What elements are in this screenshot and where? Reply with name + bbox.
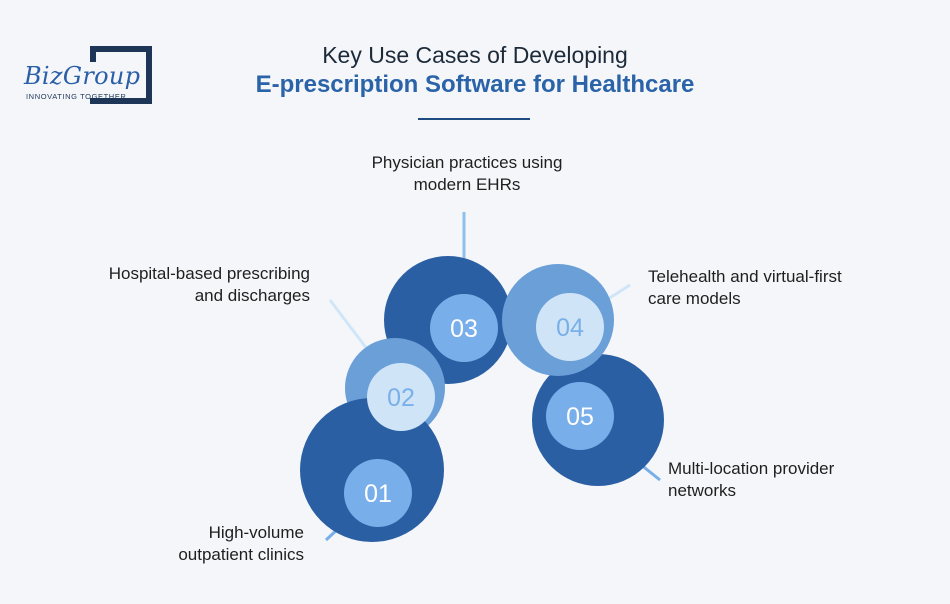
label-02-line1: Hospital-based prescribing — [108, 264, 310, 283]
label-05-line1: Multi-location provider — [668, 459, 835, 478]
logo-frame — [90, 46, 152, 104]
label-01-line2: outpatient clinics — [178, 545, 304, 564]
circle-02-inner — [367, 363, 435, 431]
label-05-line2: networks — [668, 481, 737, 500]
label-04: Telehealth and virtual-first care models — [648, 266, 898, 310]
bizgroup-logo: BizGroup INNOVATING TOGETHER — [22, 46, 162, 108]
label-04-line1: Telehealth and virtual-first — [648, 267, 842, 286]
number-04: 04 — [556, 314, 584, 342]
label-01: High-volume outpatient clinics — [104, 522, 304, 566]
number-01: 01 — [364, 480, 392, 508]
circle-01-inner — [344, 459, 412, 527]
label-03-line1: Physician practices using — [371, 153, 563, 172]
circle-03-inner — [430, 294, 498, 362]
number-03: 03 — [450, 315, 478, 343]
title-underline — [418, 118, 530, 120]
label-02: Hospital-based prescribing and discharge… — [60, 263, 310, 307]
label-01-line1: High-volume — [208, 523, 304, 542]
circle-05-inner — [546, 382, 614, 450]
label-03-line2: modern EHRs — [413, 175, 521, 194]
number-02: 02 — [387, 384, 415, 412]
number-05: 05 — [566, 403, 594, 431]
circle-04-inner — [536, 293, 604, 361]
label-04-line2: care models — [648, 289, 741, 308]
label-05: Multi-location provider networks — [668, 458, 918, 502]
label-02-line2: and discharges — [194, 286, 310, 305]
label-03: Physician practices using modern EHRs — [350, 152, 584, 196]
page-subtitle: E-prescription Software for Healthcare — [255, 71, 695, 98]
logo-tagline: INNOVATING TOGETHER — [26, 92, 127, 101]
logo-brand: BizGroup — [24, 62, 143, 90]
page-title: Key Use Cases of Developing — [322, 42, 628, 68]
